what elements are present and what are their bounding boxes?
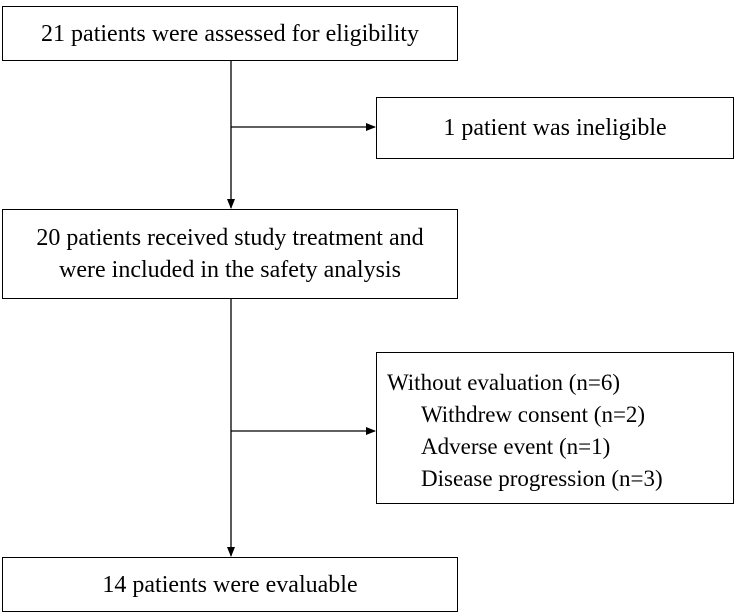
without-evaluation-box: Without evaluation (n=6) Withdrew consen… — [376, 352, 734, 504]
assessed-text: 21 patients were assessed for eligibilit… — [41, 20, 419, 47]
evaluable-text: 14 patients were evaluable — [102, 571, 358, 598]
treated-text-line2: were included in the safety analysis — [59, 257, 401, 283]
ineligible-box: 1 patient was ineligible — [376, 97, 734, 159]
assessed-box: 21 patients were assessed for eligibilit… — [2, 6, 458, 61]
evaluable-box: 14 patients were evaluable — [2, 557, 458, 612]
ineligible-text: 1 patient was ineligible — [443, 115, 667, 141]
adverse-event-item: Adverse event (n=1) — [421, 434, 611, 459]
without-evaluation-title: Without evaluation (n=6) — [387, 370, 621, 395]
treated-text-line1: 20 patients received study treatment and — [36, 225, 424, 251]
treated-box: 20 patients received study treatment and… — [2, 209, 458, 299]
disease-progression-item: Disease progression (n=3) — [421, 466, 663, 491]
withdrew-consent-item: Withdrew consent (n=2) — [421, 402, 646, 427]
